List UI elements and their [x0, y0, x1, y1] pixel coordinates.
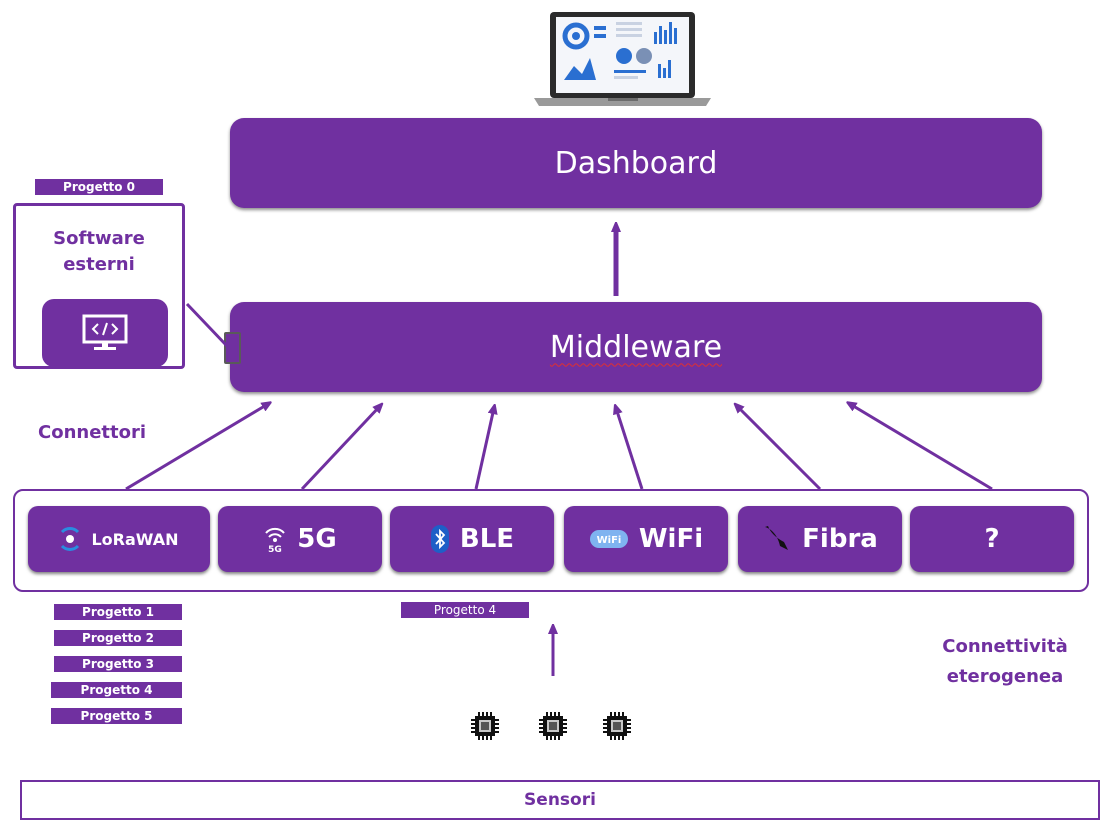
software-link-line: [185, 302, 229, 348]
connector-label: WiFi: [638, 524, 704, 554]
project-0-tag: Progetto 0: [35, 179, 163, 195]
lorawan-icon: [61, 527, 80, 551]
connector-lorawan: LoRaWAN: [28, 506, 210, 572]
connettivita-heading: Connettività eterogenea: [920, 632, 1090, 692]
software-code-box: [42, 299, 168, 367]
dashboard-box: Dashboard: [230, 118, 1042, 208]
svg-text:WiFi: WiFi: [597, 535, 622, 546]
5g-signal-icon: 5G: [265, 527, 286, 554]
middleware-box: Middleware: [230, 302, 1042, 392]
middleware-port: [224, 332, 241, 364]
project-tag: Progetto 5: [51, 708, 182, 724]
software-esterni-panel: Software esterni: [13, 203, 185, 369]
software-esterni-title-2: esterni: [63, 254, 135, 275]
connectors-container: [13, 489, 1089, 592]
connector-label: BLE: [459, 524, 515, 554]
connector-5g: 5G 5G: [218, 506, 382, 572]
middleware-label: Middleware: [549, 329, 723, 365]
connector-label: LoRaWAN: [91, 529, 179, 549]
connector-unknown: ?: [910, 506, 1074, 572]
dashboard-label: Dashboard: [554, 145, 718, 181]
code-monitor-icon: [82, 314, 128, 350]
fiber-cable-icon: [765, 526, 789, 550]
connector-ble: BLE: [390, 506, 554, 572]
connector-label: ?: [984, 524, 1000, 554]
project-tag: Progetto 1: [54, 604, 182, 620]
project-tag: Progetto 4: [51, 682, 182, 698]
project-center-tag: Progetto 4: [401, 602, 529, 618]
laptop-dashboard-icon: [534, 12, 711, 106]
sensori-label: Sensori: [524, 790, 596, 810]
svg-text:5G: 5G: [268, 545, 282, 554]
connettivita-line-1: Connettività: [942, 636, 1068, 657]
connector-wifi: WiFi WiFi: [564, 506, 728, 572]
connector-label: 5G: [297, 524, 337, 554]
connector-label: Fibra: [802, 524, 878, 554]
project-tag: Progetto 3: [54, 656, 182, 672]
connector-arrows: [125, 404, 993, 491]
bluetooth-icon: [430, 525, 449, 553]
software-esterni-title-1: Software: [53, 228, 145, 249]
wifi-badge-icon: WiFi: [589, 530, 628, 548]
project-tag: Progetto 2: [54, 630, 182, 646]
sensori-bar: Sensori: [20, 780, 1100, 820]
sensor-chip-icon: [471, 712, 499, 740]
connector-fibra: Fibra: [738, 506, 902, 572]
connettori-heading: Connettori: [38, 422, 147, 443]
sensor-chip-icon: [539, 712, 567, 740]
connettivita-line-2: eterogenea: [946, 666, 1064, 687]
sensor-chip-icon: [603, 712, 631, 740]
